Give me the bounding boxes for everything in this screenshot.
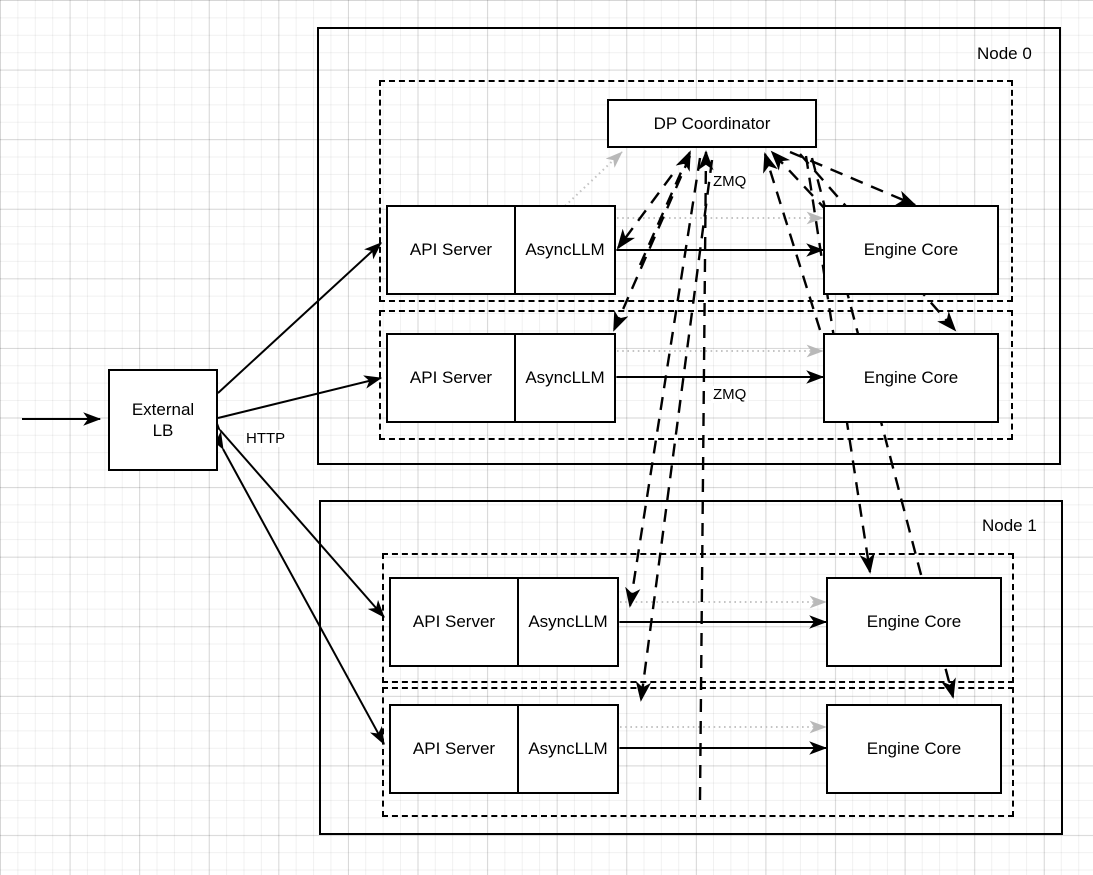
node-0-group-0-asyncllm-cell[interactable]: AsyncLLM	[516, 207, 614, 293]
node-1-box	[319, 500, 1063, 835]
asyncllm-label: AsyncLLM	[525, 240, 605, 259]
asyncllm-label: AsyncLLM	[528, 612, 608, 631]
engine-core-label: Engine Core	[863, 240, 959, 260]
node-1-group-0-asyncllm-cell[interactable]: AsyncLLM	[519, 579, 617, 665]
node-1-group-0-engine-core-box[interactable]: Engine Core	[826, 577, 1002, 667]
node-1-group-1-engine-core-box[interactable]: Engine Core	[826, 704, 1002, 794]
asyncllm-label: AsyncLLM	[525, 368, 605, 387]
engine-core-label: Engine Core	[866, 739, 962, 759]
node-0-group-1-asyncllm-cell[interactable]: AsyncLLM	[516, 335, 614, 421]
node-0-group-0-box	[379, 80, 1013, 302]
node-0-group-1-engine-core-box[interactable]: Engine Core	[823, 333, 999, 423]
asyncllm-label: AsyncLLM	[528, 739, 608, 758]
node-0-group-0-api-unit[interactable]: API Server AsyncLLM	[386, 205, 616, 295]
node-1-group-1-api-server-cell[interactable]: API Server	[391, 706, 519, 792]
node-0-box	[317, 27, 1061, 465]
node-0-group-0-engine-core-box[interactable]: Engine Core	[823, 205, 999, 295]
node-1-group-1-box	[382, 687, 1014, 817]
http-edge-label: HTTP	[244, 430, 288, 447]
external-lb-box[interactable]: External LB	[108, 369, 218, 471]
node-0-group-1-zmq-label: ZMQ	[711, 386, 749, 403]
node-0-group-0-zmq-label: ZMQ	[711, 173, 749, 190]
dp-coordinator-label: DP Coordinator	[653, 113, 771, 133]
node-0-group-1-box	[379, 310, 1013, 440]
node-1-group-0-box	[382, 553, 1014, 683]
engine-core-label: Engine Core	[866, 612, 962, 632]
node-1-label: Node 1	[982, 516, 1037, 535]
api-server-label: API Server	[412, 739, 496, 758]
external-lb-label-line1: External	[131, 399, 195, 419]
node-1-group-0-api-unit[interactable]: API Server AsyncLLM	[389, 577, 619, 667]
node-0-group-1-api-unit[interactable]: API Server AsyncLLM	[386, 333, 616, 423]
node-1-group-0-api-server-cell[interactable]: API Server	[391, 579, 519, 665]
node-0-group-1-api-server-cell[interactable]: API Server	[388, 335, 516, 421]
api-server-label: API Server	[412, 612, 496, 631]
engine-core-label: Engine Core	[863, 368, 959, 388]
api-server-label: API Server	[409, 368, 493, 387]
dp-coordinator-box[interactable]: DP Coordinator	[607, 99, 817, 148]
api-server-label: API Server	[409, 240, 493, 259]
node-1-group-1-api-unit[interactable]: API Server AsyncLLM	[389, 704, 619, 794]
node-1-group-1-asyncllm-cell[interactable]: AsyncLLM	[519, 706, 617, 792]
node-0-label: Node 0	[977, 44, 1032, 63]
node-0-group-0-api-server-cell[interactable]: API Server	[388, 207, 516, 293]
external-lb-label-line2: LB	[152, 421, 174, 440]
